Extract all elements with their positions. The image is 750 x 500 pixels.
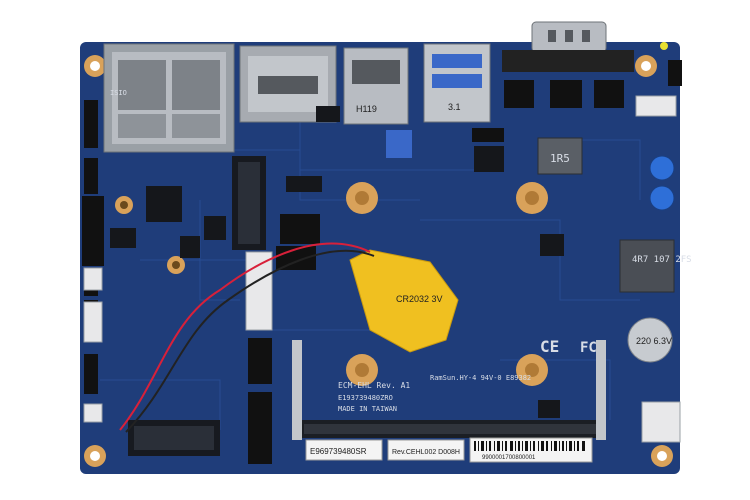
hdmi-label: H119: [356, 104, 377, 114]
inductor-4r7: 4R7 107 2FS: [619, 239, 692, 293]
barcode: [474, 441, 585, 451]
hdmi-connector: H119: [343, 47, 409, 125]
battery-wires: [119, 242, 375, 433]
ce-mark: CE: [540, 337, 559, 356]
inductor-1r5: 1R5: [537, 137, 583, 175]
made-in-text: MADE IN TAIWAN: [338, 405, 397, 413]
sub-text: E193739480ZRO: [338, 394, 393, 402]
display-port-connector: [239, 45, 337, 123]
capacitor-label: 220 6.3V: [636, 336, 672, 346]
blue-capacitors: [649, 155, 675, 211]
usb-3-port: 3.1: [423, 43, 491, 123]
sticker-label-2: Rev.CEHL002 D008H: [392, 449, 460, 456]
jack-label: ISIO: [110, 89, 127, 97]
serial-port: [502, 21, 634, 72]
ic-chips: [110, 106, 564, 418]
pin-headers: [82, 60, 682, 464]
cmos-battery: CR2032 3V: [349, 249, 459, 353]
status-led: [660, 42, 668, 50]
inductor-1-label: 1R5: [550, 152, 570, 165]
silkscreen: ECM-EHL Rev. A1 E193739480ZRO MADE IN TA…: [110, 89, 597, 413]
mounting-holes: [84, 55, 673, 467]
m2-slot-top: [232, 156, 266, 250]
m2-slot-bottom: [128, 420, 220, 456]
aluminum-capacitor: 220 6.3V: [627, 317, 673, 363]
fcc-mark: FC: [580, 340, 597, 356]
barcode-text: 9900001700800001: [482, 455, 536, 461]
cert-text: RamSun.HY-4 94V-0 E89382: [430, 374, 531, 382]
board-stickers: E969739480SR Rev.CEHL002 D008H 990000170…: [305, 437, 593, 463]
dual-lan-port: [103, 43, 235, 153]
sticker-label-1: E969739480SR: [310, 447, 367, 456]
battery-label: CR2032 3V: [396, 294, 443, 304]
sodimm-slot: [292, 340, 606, 440]
white-connectors: [83, 95, 681, 443]
usb-label: 3.1: [448, 102, 461, 112]
model-text: ECM-EHL Rev. A1: [338, 381, 410, 390]
inductor-2-label: 4R7 107 2FS: [632, 255, 692, 265]
